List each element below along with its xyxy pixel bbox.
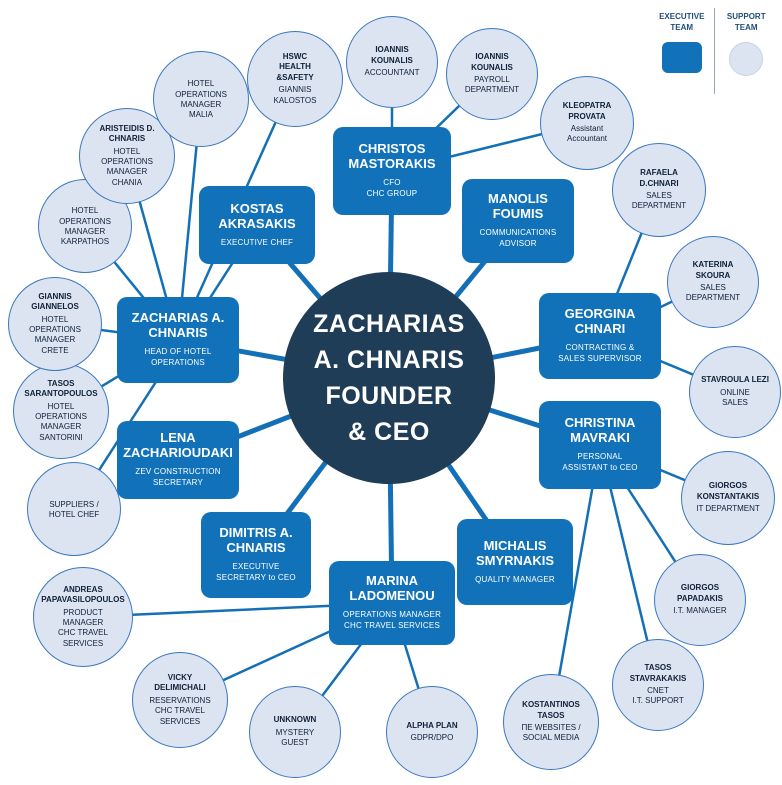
person-role: ONLINE SALES <box>720 387 750 408</box>
person-role: QUALITY MANAGER <box>475 574 555 584</box>
person-role: HOTEL OPERATIONS MANAGER SANTORINI <box>35 401 87 442</box>
person-name: GEORGINA CHNARI <box>564 306 636 337</box>
person-role: IT DEPARTMENT <box>696 504 760 514</box>
person-role: GDPR/DPO <box>410 733 454 742</box>
person-name: MICHALIS SMYRNAKIS <box>475 537 554 568</box>
person-name: LENA ZACHARIOUDAKI <box>123 430 233 461</box>
person-role: HEAD OF HOTEL OPERATIONS <box>144 347 212 367</box>
person-name: KOSTAS AKRASAKIS <box>218 200 296 231</box>
node-giannis-giannelos: GIANNIS GIANNELOS HOTEL OPERATIONS MANAG… <box>8 277 102 371</box>
node-lena-zacharioudaki: LENA ZACHARIOUDAKI ZEV CONSTRUCTION SECR… <box>117 421 239 499</box>
node-founder-ceo: ZACHARIAS A. CHNARIS FOUNDER & CEO <box>283 272 495 484</box>
person-role: PAYROLL DEPARTMENT <box>464 75 520 95</box>
person-role: HOTEL OPERATIONS MANAGER CRETE <box>29 314 81 355</box>
person-role: Assistant Accountant <box>566 124 608 144</box>
person-name: TASOS STAVRAKAKIS <box>629 663 687 683</box>
legend-executive-label: EXECUTIVE TEAM <box>659 12 705 32</box>
person-role: ΠΕ WEBSITES / SOCIAL MEDIA <box>521 723 581 743</box>
person-role: SALES DEPARTMENT <box>631 191 687 211</box>
person-name: MANOLIS FOUMIS <box>488 191 548 222</box>
node-suppliers-hotel-chef: SUPPLIERS / HOTEL CHEF <box>27 462 121 556</box>
person-role: CNET I.T. SUPPORT <box>632 686 684 706</box>
legend-executive-column: EXECUTIVE TEAM <box>650 8 714 94</box>
node-dimitris-a-chnaris: DIMITRIS A. CHNARIS EXECUTIVE SECRETARY … <box>201 512 311 598</box>
person-name: ZACHARIAS A. CHNARIS <box>131 310 225 341</box>
person-role: GIANNIS KALOSTOS <box>273 85 317 105</box>
person-name: ALPHA PLAN <box>406 720 458 730</box>
executive-team-swatch <box>661 41 702 73</box>
person-name: IOANNIS KOUNALIS <box>371 45 413 65</box>
node-kostas-akrasakis: KOSTAS AKRASAKIS EXECUTIVE CHEF <box>199 186 315 264</box>
person-name: GIORGOS KONSTANTAKIS <box>696 481 760 501</box>
person-role: ACCOUNTANT <box>364 68 420 78</box>
person-role: HOTEL OPERATIONS MANAGER MALIA <box>175 79 227 120</box>
node-stavroula-lezi: STAVROULA LEZI ONLINE SALES <box>689 346 781 438</box>
node-marina-ladomenou: MARINA LADOMENOU OPERATIONS MANAGER CHC … <box>329 561 455 645</box>
person-name: TASOS SARANTOPOULOS <box>24 378 98 399</box>
node-vicky-delimichali: VICKY DELIMICHALI RESERVATIONS CHC TRAVE… <box>132 652 228 748</box>
person-role: MYSTERY GUEST <box>275 727 315 748</box>
person-role: EXECUTIVE SECRETARY to CEO <box>216 562 296 582</box>
person-name: GIANNIS GIANNELOS <box>31 291 79 312</box>
person-role: OPERATIONS MANAGER CHC TRAVEL SERVICES <box>342 610 442 630</box>
node-michalis-smyrnakis: MICHALIS SMYRNAKIS QUALITY MANAGER <box>457 519 573 605</box>
person-name: KLEOPATRA PROVATA <box>562 101 612 121</box>
person-name: ARISTEIDIS D. CHNARIS <box>99 123 155 144</box>
legend-support-label: SUPPORT TEAM <box>726 12 766 32</box>
person-name: MARINA LADOMENOU <box>349 573 435 604</box>
node-ioannis-kounalis-accountant: IOANNIS KOUNALIS ACCOUNTANT <box>346 16 438 108</box>
person-name: RAFAELA D.CHNARI <box>639 168 679 188</box>
person-name: ZACHARIAS A. CHNARIS FOUNDER & CEO <box>313 309 465 447</box>
legend-divider <box>713 8 715 94</box>
person-name: IOANNIS KOUNALIS <box>471 52 513 72</box>
node-hswc-health-safety: HSWC HEALTH &SAFETY GIANNIS KALOSTOS <box>247 31 343 127</box>
person-role: HOTEL OPERATIONS MANAGER CHANIA <box>101 146 153 187</box>
node-kostantinos-tasos: KOSTANTINOS TASOS ΠΕ WEBSITES / SOCIAL M… <box>503 674 599 770</box>
person-role: RESERVATIONS CHC TRAVEL SERVICES <box>149 695 211 726</box>
person-role: EXECUTIVE CHEF <box>220 237 294 247</box>
node-rafaela-d-chnari: RAFAELA D.CHNARI SALES DEPARTMENT <box>612 143 706 237</box>
node-manolis-foumis: MANOLIS FOUMIS COMMUNICATIONS ADVISOR <box>462 179 574 263</box>
person-name: VICKY DELIMICHALI <box>154 673 206 693</box>
node-christina-mavraki: CHRISTINA MAVRAKI PERSONAL ASSISTANT to … <box>539 401 661 489</box>
node-katerina-skoura: KATERINA SKOURA SALES DEPARTMENT <box>667 236 759 328</box>
person-role: PRODUCT MANAGER CHC TRAVEL SERVICES <box>58 607 108 648</box>
node-giorgos-papadakis: GIORGOS PAPADAKIS I.T. MANAGER <box>654 554 746 646</box>
person-name: ANDREAS PAPAVASILOPOULOS <box>41 584 125 605</box>
node-hotel-operations-malia: HOTEL OPERATIONS MANAGER MALIA <box>153 51 249 147</box>
node-christos-mastorakis: CHRISTOS MASTORAKIS CFO CHC GROUP <box>333 127 451 215</box>
node-alpha-plan: ALPHA PLAN GDPR/DPO <box>386 686 478 778</box>
legend-support-column: SUPPORT TEAM <box>715 8 779 94</box>
person-name: KATERINA SKOURA <box>692 260 734 280</box>
person-role: PERSONAL ASSISTANT to CEO <box>562 452 638 472</box>
person-name: STAVROULA LEZI <box>701 375 769 385</box>
support-team-swatch <box>729 41 764 76</box>
person-name: UNKNOWN <box>273 715 317 725</box>
person-role: HOTEL OPERATIONS MANAGER KARPATHOS <box>59 206 111 247</box>
node-andreas-papavasilopoulos: ANDREAS PAPAVASILOPOULOS PRODUCT MANAGER… <box>33 567 133 667</box>
node-kleopatra-provata: KLEOPATRA PROVATA Assistant Accountant <box>540 76 634 170</box>
person-role: CFO CHC GROUP <box>366 178 418 198</box>
person-role: CONTRACTING & SALES SUPERVISOR <box>558 343 642 363</box>
node-unknown-mystery-guest: UNKNOWN MYSTERY GUEST <box>249 686 341 778</box>
person-role: COMMUNICATIONS ADVISOR <box>479 228 557 248</box>
legend: EXECUTIVE TEAM SUPPORT TEAM <box>650 8 778 94</box>
node-tasos-stavrakakis: TASOS STAVRAKAKIS CNET I.T. SUPPORT <box>612 639 704 731</box>
node-tasos-sarantopoulos: TASOS SARANTOPOULOS HOTEL OPERATIONS MAN… <box>13 363 109 459</box>
person-name: CHRISTOS MASTORAKIS <box>348 141 436 172</box>
person-role: ZEV CONSTRUCTION SECRETARY <box>135 467 221 487</box>
person-role: SALES DEPARTMENT <box>685 283 741 303</box>
node-georgina-chnari: GEORGINA CHNARI CONTRACTING & SALES SUPE… <box>539 293 661 379</box>
person-name: KOSTANTINOS TASOS <box>522 700 580 720</box>
person-name: CHRISTINA MAVRAKI <box>564 415 636 446</box>
person-name: DIMITRIS A. CHNARIS <box>219 525 293 556</box>
node-zacharias-a-chnaris: ZACHARIAS A. CHNARIS HEAD OF HOTEL OPERA… <box>117 297 239 383</box>
node-aristeidis-d-chnaris: ARISTEIDIS D. CHNARIS HOTEL OPERATIONS M… <box>79 108 175 204</box>
person-name: HSWC HEALTH &SAFETY <box>276 52 314 82</box>
person-name: GIORGOS PAPADAKIS <box>677 583 723 603</box>
node-giorgos-konstantakis: GIORGOS KONSTANTAKIS IT DEPARTMENT <box>681 451 775 545</box>
person-role: I.T. MANAGER <box>673 606 727 616</box>
node-ioannis-kounalis-payroll: IOANNIS KOUNALIS PAYROLL DEPARTMENT <box>446 28 538 120</box>
person-role: SUPPLIERS / HOTEL CHEF <box>48 499 100 519</box>
